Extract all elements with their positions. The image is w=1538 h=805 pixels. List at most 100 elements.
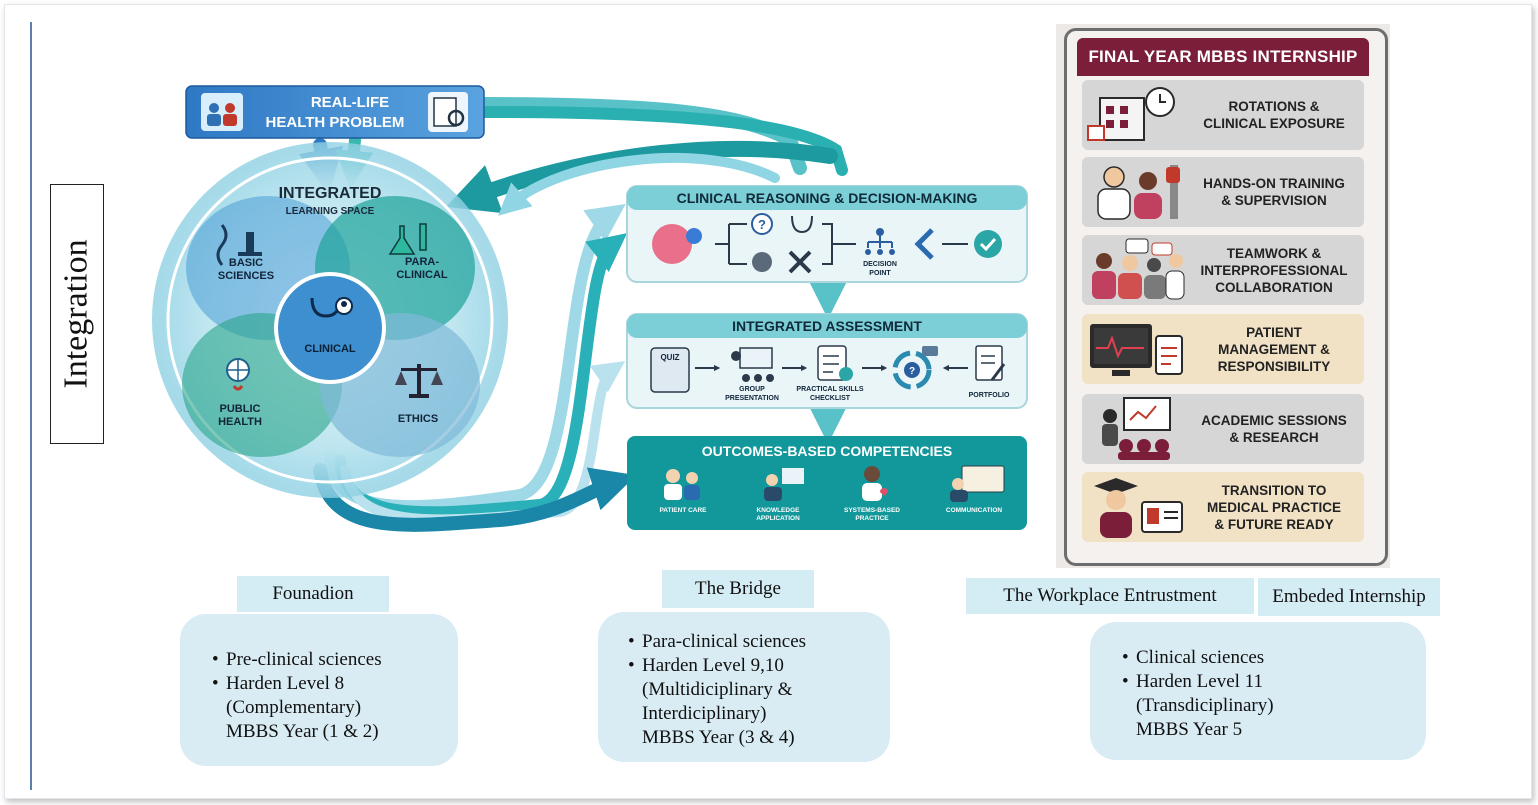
portfolio-label: PORTFOLIO — [969, 392, 1010, 399]
workplace-item: MBBS Year 5 — [1136, 719, 1243, 740]
row4-l3: RESPONSIBILITY — [1217, 358, 1331, 374]
quiz-icon — [650, 347, 690, 393]
feedback-cycle-icon: ? — [892, 346, 938, 390]
foundation-card: Pre-clinical sciences Harden Level 8 (Co… — [180, 614, 458, 766]
knowledge-l1: KNOWLEDGE — [757, 507, 801, 514]
decision-l2: POINT — [869, 270, 891, 277]
group-presentation-icon — [731, 347, 774, 382]
lecture-icon — [1102, 397, 1171, 460]
internship-title: FINAL YEAR MBBS INTERNSHIP — [1077, 38, 1369, 76]
integrated-learning-space: INTEGRATED LEARNING SPACE BASIC SCIENCES… — [152, 142, 508, 498]
internship-row-academic: ACADEMIC SESSIONS & RESEARCH — [1082, 394, 1364, 464]
patient-care-label: PATIENT CARE — [659, 507, 707, 514]
check-icon — [974, 230, 1002, 258]
head-gear-icon — [752, 252, 772, 272]
workplace-card: Clinical sciences Harden Level 11 (Trans… — [1090, 622, 1426, 760]
foundation-label: Founadion — [237, 576, 389, 612]
globe-hands-icon — [226, 358, 250, 391]
skills-checklist-icon — [817, 345, 853, 381]
internship-label: Embeded Internship — [1258, 578, 1440, 616]
public-l1: PUBLIC — [220, 403, 261, 415]
dna-microscope-icon — [216, 224, 262, 266]
bridge-item: (Multidiciplinary & — [642, 679, 793, 700]
row5-l2: & RESEARCH — [1229, 430, 1319, 445]
row5-l1: ACADEMIC SESSIONS — [1201, 413, 1347, 428]
bridge-item: MBBS Year (3 & 4) — [642, 727, 795, 748]
row3-l2: INTERPROFESSIONAL — [1200, 262, 1348, 278]
skills-l1: PRACTICAL SKILLS — [796, 386, 863, 393]
graduate-id-icon — [1094, 478, 1183, 538]
knowledge-l2: APPLICATION — [756, 515, 800, 522]
integrated-subtitle: LEARNING SPACE — [286, 206, 375, 217]
workplace-item: (Transdiciplinary) — [1136, 695, 1274, 716]
basic-l1: BASIC — [229, 257, 263, 269]
branch-arrow-icon — [914, 228, 934, 260]
clinical-core — [274, 272, 386, 384]
doctor-trainee-icon — [1097, 165, 1180, 220]
brain-gear-icon — [652, 224, 692, 264]
skills-l2: CHECKLIST — [810, 395, 851, 402]
systems-l1: SYSTEMS-BASED — [844, 507, 900, 514]
flask-icon — [388, 223, 427, 255]
foundation-item: Harden Level 8 — [212, 672, 458, 696]
systems-l2: PRACTICE — [855, 515, 889, 522]
svg-text:?: ? — [909, 366, 915, 377]
foundation-item: Pre-clinical sciences — [212, 648, 458, 672]
integrated-title: INTEGRATED — [279, 185, 382, 202]
knowledge-application-icon — [764, 468, 804, 501]
svg-text:?: ? — [758, 217, 766, 232]
integration-label-box: Integration — [50, 184, 104, 444]
row3-l3: COLLABORATION — [1215, 279, 1333, 295]
doctor-patient-icon — [201, 93, 243, 131]
communication-icon — [950, 465, 1005, 502]
row6-l1: TRANSITION TO — [1221, 482, 1327, 498]
decision-l1: DECISION — [863, 261, 897, 268]
group-l2: PRESENTATION — [725, 395, 779, 402]
assessment-title: INTEGRATED ASSESSMENT — [732, 318, 922, 334]
group-l1: GROUP — [739, 386, 765, 393]
tools-icon — [788, 250, 812, 274]
monitor-clipboard-icon — [1090, 324, 1183, 376]
row4-l1: PATIENT — [1246, 324, 1302, 340]
row1-l1: ROTATIONS & — [1228, 99, 1320, 114]
bridge-item: Interdiciplinary) — [642, 703, 767, 724]
problem-line2: HEALTH PROBLEM — [266, 114, 405, 131]
workplace-item: Harden Level 11 — [1122, 670, 1426, 694]
workplace-label: The Workplace Entrustment — [966, 578, 1254, 614]
outcomes-box: OUTCOMES-BASED COMPETENCIES PATIENT CARE… — [627, 436, 1027, 530]
patient-care-icon — [664, 469, 700, 500]
hospital-clock-icon — [1087, 87, 1175, 141]
foundation-item: MBBS Year (1 & 2) — [226, 721, 379, 742]
portfolio-icon — [975, 345, 1006, 381]
team-icon — [1092, 238, 1185, 300]
row2-l2: & SUPERVISION — [1221, 193, 1327, 208]
row6-l3: & FUTURE READY — [1214, 516, 1334, 532]
clinical-reasoning-box: CLINICAL REASONING & DECISION-MAKING ? D… — [626, 185, 1028, 283]
integrated-assessment-box: INTEGRATED ASSESSMENT QUIZ GROUP PRESENT… — [626, 313, 1028, 409]
internship-row-hands-on: HANDS-ON TRAINING& SUPERVISION — [1082, 157, 1364, 227]
foundation-item: (Complementary) — [226, 697, 362, 718]
left-rule — [30, 22, 32, 790]
reasoning-title: CLINICAL REASONING & DECISION-MAKING — [677, 190, 978, 206]
flow-arrows — [298, 97, 848, 532]
communication-label: COMMUNICATION — [946, 507, 1003, 514]
problem-line1: REAL-LIFE — [311, 94, 389, 111]
bridge-label: The Bridge — [662, 570, 814, 608]
para-l2: CLINICAL — [396, 269, 448, 281]
row6-l2: MEDICAL PRACTICE — [1206, 499, 1341, 515]
bridge-item: Harden Level 9,10 — [628, 654, 890, 678]
workplace-item: Clinical sciences — [1122, 646, 1426, 670]
stethoscope-icon — [791, 215, 813, 234]
real-life-problem-banner: REAL-LIFE HEALTH PROBLEM — [185, 85, 485, 139]
scales-of-justice-icon — [395, 364, 443, 398]
question-icon — [751, 213, 773, 235]
para-l1: PARA- — [405, 256, 439, 268]
basic-l2: SCIENCES — [218, 270, 274, 282]
outcomes-title: OUTCOMES-BASED COMPETENCIES — [702, 443, 952, 459]
quiz-label: QUIZ — [660, 353, 679, 362]
bridge-item: Para-clinical sciences — [628, 630, 890, 654]
